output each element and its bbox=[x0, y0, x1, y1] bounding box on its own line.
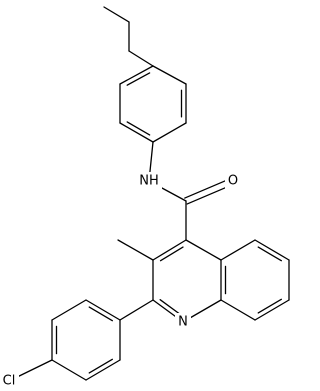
bond-c5-c6 bbox=[85, 359, 121, 381]
bond-b4-b3 bbox=[103, 6, 130, 23]
bond-a4-a5-inner bbox=[126, 121, 151, 136]
bond-q7-q8 bbox=[254, 299, 290, 321]
bond-b2-b1 bbox=[128, 50, 154, 67]
bond-a4-a5 bbox=[119, 122, 154, 143]
bond-qn-q2-inner bbox=[159, 299, 182, 316]
quinoline-nitrogen-label: N bbox=[178, 315, 188, 330]
chlorine-label: Cl bbox=[3, 374, 16, 389]
bond-q3-me bbox=[117, 239, 154, 261]
bond-q5-q6 bbox=[254, 239, 290, 261]
bond-q4-q4a bbox=[185, 239, 222, 261]
bond-c5-c6-inner bbox=[88, 358, 113, 374]
bond-q3-q4-inner bbox=[159, 246, 184, 262]
bond-c1-c2 bbox=[85, 299, 121, 321]
bond-a6-a1 bbox=[119, 65, 154, 85]
bond-c1-c2-inner bbox=[88, 306, 113, 322]
bond-a6-a1-inner bbox=[126, 72, 151, 86]
bond-q4a-q5 bbox=[220, 239, 256, 261]
bond-a1-a2 bbox=[152, 65, 187, 85]
bond-q5-q6-inner bbox=[257, 246, 282, 262]
bond-cam-o-second bbox=[184, 177, 233, 199]
molecule-structure-diagram: NH O N Cl bbox=[0, 6, 290, 390]
bond-q8-q8a bbox=[220, 299, 256, 321]
atom-labels: NH O N Cl bbox=[0, 172, 241, 390]
bond-q7-q8-inner bbox=[257, 298, 282, 314]
bond-lines bbox=[8, 6, 290, 382]
bond-q3-q4 bbox=[152, 239, 187, 261]
amide-nh-label: NH bbox=[139, 174, 159, 189]
bond-c2-c3 bbox=[51, 299, 87, 321]
carbonyl-oxygen-label: O bbox=[228, 174, 238, 189]
bond-c4-c5 bbox=[51, 359, 87, 381]
bond-a3-a4 bbox=[152, 122, 187, 143]
bond-q2-c1 bbox=[119, 299, 154, 321]
